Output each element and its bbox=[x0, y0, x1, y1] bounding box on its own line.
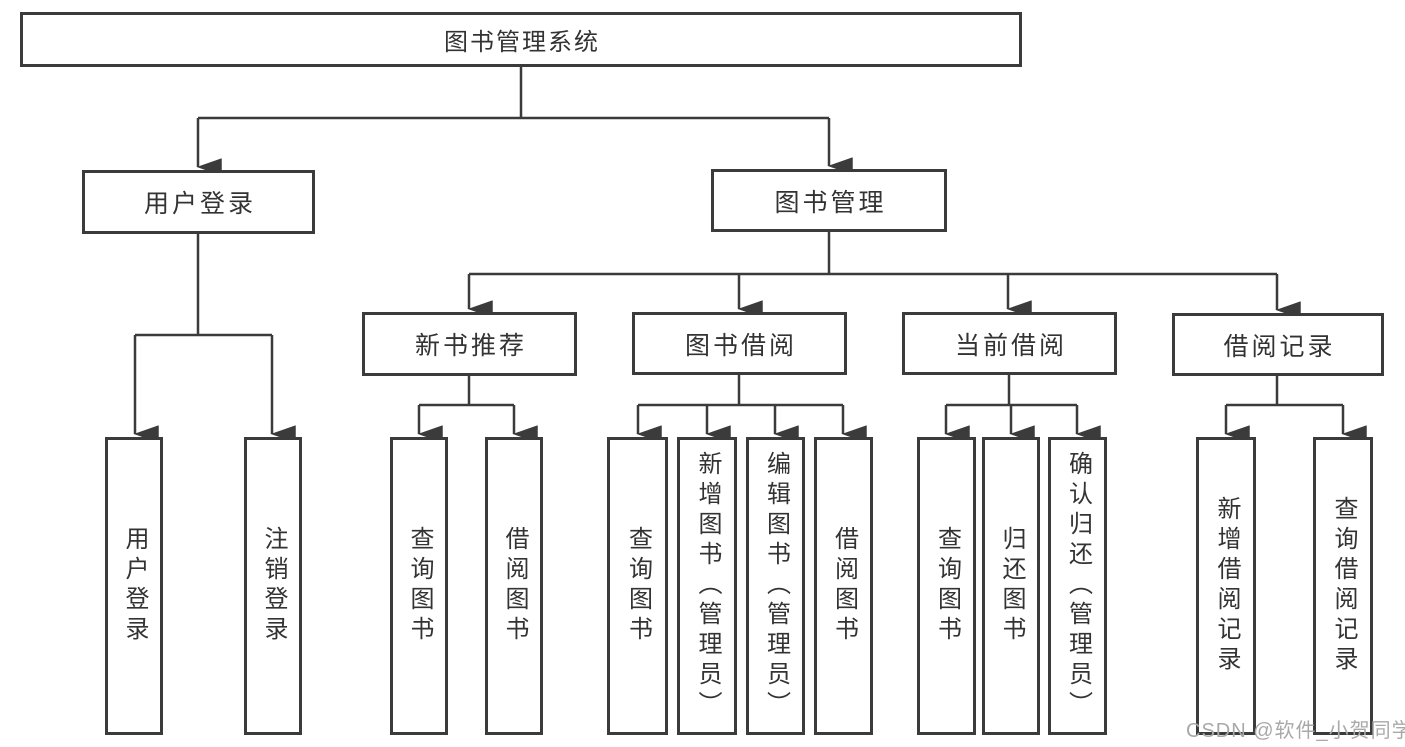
leaf-nbr-borrow-books: 借阅图书 bbox=[485, 437, 543, 735]
leaf-user-login: 用户登录 bbox=[105, 437, 163, 735]
node-book-borrowing: 图书借阅 bbox=[632, 312, 847, 375]
node-user-login-group: 用户登录 bbox=[82, 170, 315, 234]
connector-trunk-lines bbox=[135, 67, 1343, 407]
node-borrowing-records: 借阅记录 bbox=[1172, 313, 1384, 376]
leaf-cb-confirm-return-admin: 确认归还（管理员） bbox=[1048, 437, 1107, 735]
node-current-borrowing: 当前借阅 bbox=[902, 312, 1117, 375]
leaf-nbr-query-books: 查询图书 bbox=[390, 437, 448, 735]
leaf-cb-return-books: 归还图书 bbox=[982, 437, 1040, 735]
leaf-bb-query-books: 查询图书 bbox=[607, 437, 668, 735]
leaf-br-query-borrow-record: 查询借阅记录 bbox=[1313, 437, 1373, 735]
leaf-bb-edit-books-admin: 编辑图书（管理员） bbox=[746, 437, 805, 735]
node-book-management: 图书管理 bbox=[711, 169, 947, 232]
leaf-logout: 注销登录 bbox=[244, 437, 302, 735]
node-new-book-recommendation: 新书推荐 bbox=[362, 312, 577, 376]
node-library-management-system: 图书管理系统 bbox=[20, 12, 1022, 67]
csdn-watermark: CSDN @软件_小贺同学 bbox=[1186, 720, 1405, 742]
leaf-cb-query-books: 查询图书 bbox=[917, 437, 976, 735]
leaf-bb-add-books-admin: 新增图书（管理员） bbox=[677, 437, 737, 735]
leaf-bb-borrow-books: 借阅图书 bbox=[814, 437, 873, 735]
leaf-br-add-borrow-record: 新增借阅记录 bbox=[1196, 437, 1256, 735]
